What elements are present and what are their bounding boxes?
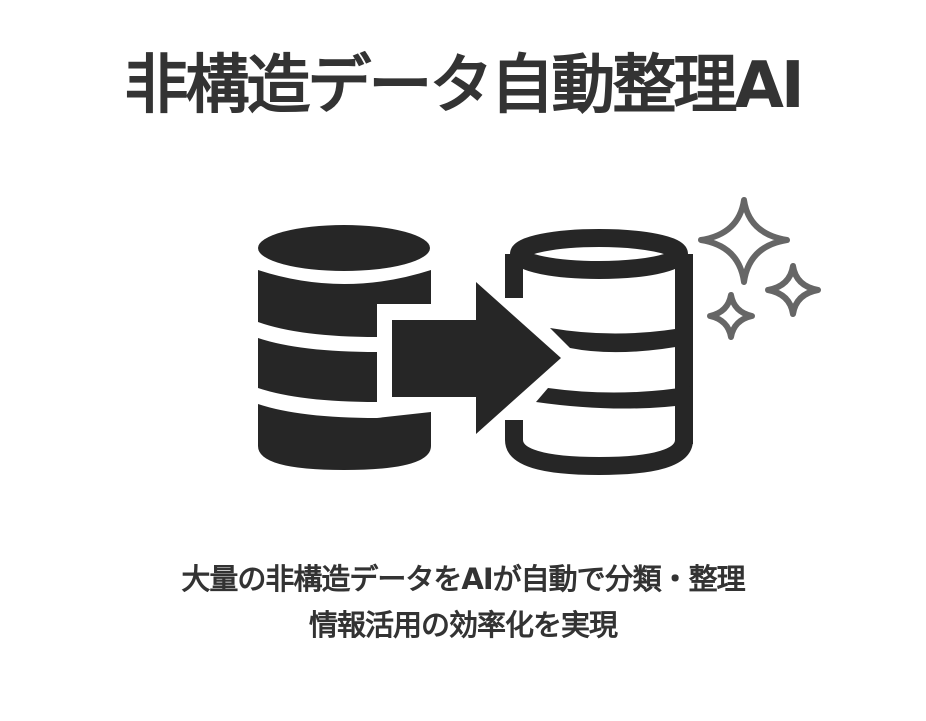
- database-outline-icon: [505, 229, 693, 476]
- sparkles-icon: [698, 197, 821, 340]
- page-title: 非構造データ自動整理AI: [124, 49, 804, 123]
- caption: 大量の非構造データをAIが自動で分類・整理 情報活用の効率化を実現: [0, 556, 926, 648]
- caption-line-2: 情報活用の効率化を実現: [308, 608, 618, 642]
- database-icon: [258, 225, 431, 470]
- caption-line-1: 大量の非構造データをAIが自動で分類・整理: [181, 562, 745, 596]
- arrow-right-icon: [392, 282, 561, 434]
- database-bands: [536, 326, 693, 409]
